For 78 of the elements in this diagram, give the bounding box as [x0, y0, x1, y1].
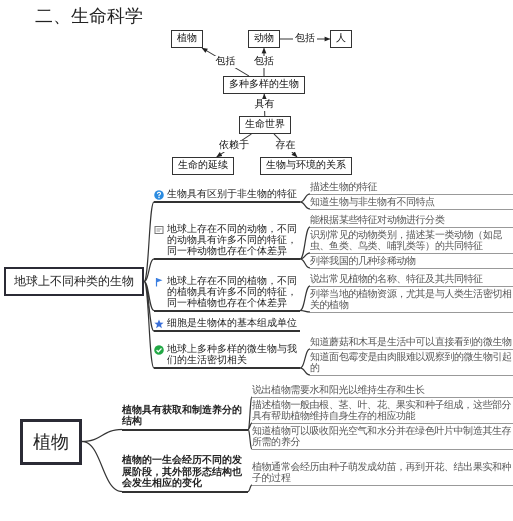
branch-topic-text: 地球上存在不同的植物，不同的植物具有许多不同的特征，同一种植物也存在个体差异 [167, 276, 298, 308]
subtopic-text: 植物通常会经历由种子萌发成幼苗，再到开花、结出果实和种子的过程 [252, 462, 512, 484]
subtopic-text: 列举当地的植物资源，尤其是与人类生活密切相关的植物 [310, 289, 512, 311]
arrow [262, 47, 266, 76]
concept-label: 生命世界 [245, 119, 285, 130]
connector-line [144, 258, 154, 282]
branch-topic-text: 植物具有获取和制造养分的结构 [122, 404, 243, 428]
branch-topic-text: 生物具有区别于非生物的特征 [167, 189, 297, 200]
connector-line [82, 440, 122, 492]
branch-topic [154, 318, 300, 332]
central-topic-text: 植物 [33, 432, 69, 452]
subtopic [310, 256, 513, 269]
concept-box [239, 116, 291, 134]
branch-topic [154, 189, 300, 203]
subtopic-text: 描述植物一般由根、茎、叶、花、果实和种子组成，这些部分具有帮助植物维持自身生存的相应功能 [252, 400, 512, 422]
central-topic-text: 地球上不同种类的生物 [14, 274, 134, 288]
branch-topic [154, 224, 300, 260]
connector-line [300, 193, 310, 203]
section-heading: 二、生命科学 [35, 5, 143, 28]
branch-topic-text: 地球上多种多样的微生物与我们的生活密切相关 [167, 344, 298, 366]
connector-line [300, 367, 310, 376]
concept-box [172, 157, 234, 175]
branch-topic [154, 344, 300, 369]
subtopic-text: 描述生物的特征 [310, 182, 378, 193]
connector-line [247, 396, 253, 430]
subtopic-text: 识别常见的动物类别，描述某一类动物（如昆虫、鱼类、鸟类、哺乳类等）的共同特征 [310, 230, 502, 252]
connector-line [300, 201, 310, 210]
subtopic-text: 知道植物可以吸收阳光空气和水分并在绿色叶片中制造其生存所需的养分 [252, 426, 512, 448]
concept-label: 人 [336, 33, 346, 44]
subtopic-text: 知道面包霉变是由肉眼难以观察到的微生物引起的 [310, 352, 512, 374]
branch-topic-text: 细胞是生物体的基本组成单位 [167, 318, 297, 329]
concept-box [223, 76, 305, 94]
subtopic-text: 能根据某些特征对动物进行分类 [310, 215, 444, 226]
connector-line [300, 310, 310, 313]
subtopic-text: 说出植物需要水和阳光以维持生存和生长 [252, 385, 425, 396]
connector-line [82, 428, 122, 442]
connector-line [300, 258, 310, 269]
subtopic-text: 说出常见植物的名称、特征及其共同特征 [310, 274, 483, 285]
subtopic [310, 274, 513, 287]
edge-label: 存在 [274, 140, 298, 152]
branch-topic [122, 404, 248, 430]
edge-label: 包括 [214, 56, 238, 68]
connector-line [300, 226, 310, 260]
connector-line [144, 202, 154, 282]
connector-line [248, 484, 252, 492]
arrow [262, 93, 267, 116]
concept-label: 植物 [177, 33, 197, 44]
concept-box [171, 30, 203, 48]
connector-line [144, 280, 154, 312]
concept-label: 生命的延续 [178, 160, 228, 171]
branch-topic [154, 276, 300, 312]
connector-line [248, 422, 252, 430]
branch-topic-text: 植物的一生会经历不同的发展阶段，其外部形态结构也会发生相应的变化 [122, 455, 243, 490]
edge-label: 依赖于 [217, 140, 251, 152]
subtopic [252, 385, 513, 398]
connector-line [248, 429, 252, 450]
connector-line [300, 348, 310, 369]
subtopic [310, 182, 513, 195]
edge-label: 包括 [252, 56, 276, 68]
concept-label: 多种多样的生物 [229, 79, 299, 90]
edge-label: 具有 [252, 99, 276, 111]
branch-topic-text: 地球上存在不同的动物，不同的动物具有许多不同的特征，同一种动物也存在个体差异 [167, 224, 298, 257]
subtopic-text: 列举我国的几种珍稀动物 [310, 256, 416, 267]
subtopic [310, 197, 513, 210]
subtopic [310, 215, 513, 228]
edge-label: 包括 [293, 33, 317, 45]
concept-box [260, 157, 352, 175]
concept-box [330, 30, 352, 48]
concept-box [248, 30, 280, 48]
subtopic-text: 知道蘑菇和木耳是生活中可以直接看到的微生物 [310, 337, 512, 348]
concept-label: 动物 [254, 33, 274, 44]
connector-line [300, 252, 310, 260]
central-topic-box [20, 418, 82, 464]
connector-line [144, 281, 154, 368]
concept-label: 生物与环境的关系 [266, 160, 346, 171]
connector-line [300, 285, 310, 312]
subtopic-text: 知道生物与非生物有不同特点 [310, 197, 435, 208]
central-topic-box [4, 267, 144, 296]
